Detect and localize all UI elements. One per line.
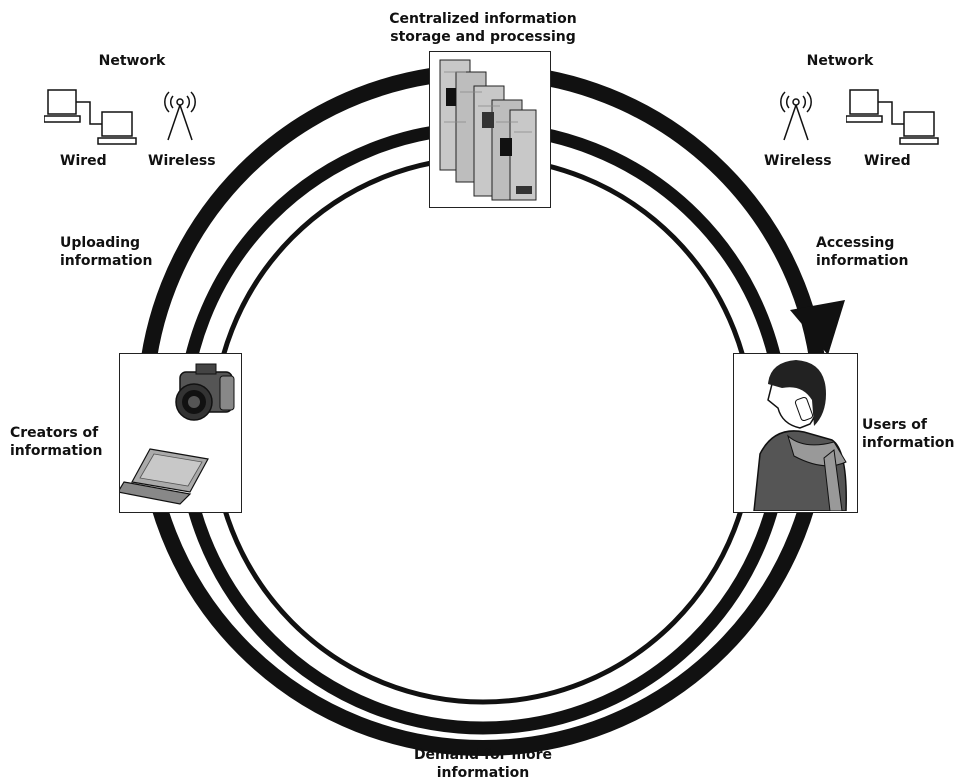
laptop-icon bbox=[117, 448, 209, 505]
person-on-phone-icon bbox=[753, 360, 847, 512]
demand-label: Demand for more information bbox=[383, 746, 583, 782]
network-left-title: Network bbox=[98, 53, 166, 69]
storage-label: Centralized information storage and proc… bbox=[372, 10, 594, 46]
creator-devices bbox=[117, 363, 235, 505]
inner-ring bbox=[210, 155, 756, 705]
creators-label: Creators of information bbox=[10, 424, 103, 460]
wireless-antenna-icon-right bbox=[780, 91, 812, 141]
accessing-line1: Accessing bbox=[816, 235, 895, 251]
wireless-left-label: Wireless bbox=[148, 153, 216, 169]
camera-icon bbox=[175, 363, 235, 421]
accessing-label: Accessing information bbox=[816, 234, 909, 270]
wired-computers-icon bbox=[44, 89, 137, 145]
creators-box bbox=[117, 353, 242, 513]
wired-right-label: Wired bbox=[864, 153, 911, 169]
uploading-label: Uploading information bbox=[60, 234, 153, 270]
server-rack-icon bbox=[439, 59, 537, 201]
creators-line1: Creators of bbox=[10, 425, 99, 441]
wireless-right-label: Wireless bbox=[764, 153, 832, 169]
users-label: Users of information bbox=[862, 416, 955, 452]
users-line2: information bbox=[862, 435, 955, 451]
accessing-arrow-icon bbox=[790, 300, 845, 355]
wired-computers-icon-right bbox=[846, 89, 939, 145]
demand-line1: Demand for more bbox=[413, 747, 553, 763]
users-box bbox=[733, 353, 858, 513]
uploading-line2: information bbox=[60, 253, 153, 269]
wireless-antenna-icon bbox=[164, 91, 196, 141]
storage-box bbox=[429, 51, 551, 208]
demand-line2: information bbox=[436, 765, 530, 781]
creators-line2: information bbox=[10, 443, 103, 459]
uploading-line1: Uploading bbox=[60, 235, 141, 251]
middle-ring bbox=[176, 121, 790, 735]
network-right-title: Network bbox=[806, 53, 874, 69]
accessing-line2: information bbox=[816, 253, 909, 269]
storage-label-line1: Centralized information bbox=[389, 11, 577, 27]
users-line1: Users of bbox=[862, 417, 928, 433]
wired-left-label: Wired bbox=[60, 153, 107, 169]
storage-label-line2: storage and processing bbox=[390, 29, 576, 45]
